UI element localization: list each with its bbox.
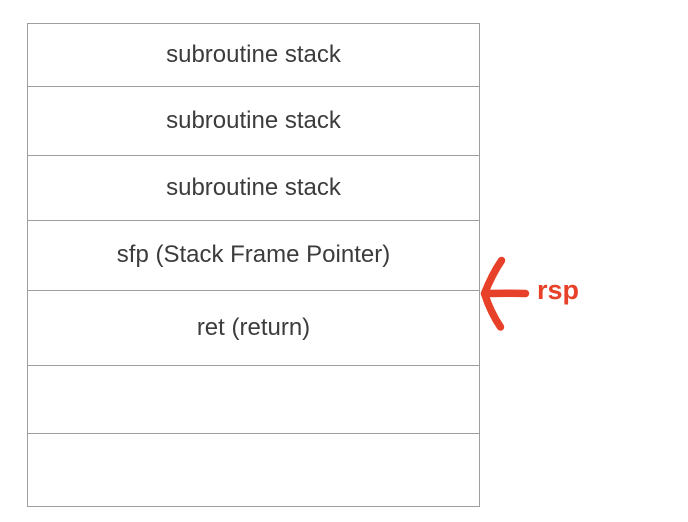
table-row: subroutine stack xyxy=(27,86,480,156)
table-row: subroutine stack xyxy=(27,155,480,221)
table-row: subroutine stack xyxy=(27,23,480,87)
stack-cell-1: subroutine stack xyxy=(27,86,480,156)
table-row: ret (return) xyxy=(27,290,480,366)
stack-table: subroutine stack subroutine stack subrou… xyxy=(27,23,480,507)
left-arrow-icon xyxy=(480,256,530,331)
table-row xyxy=(27,433,480,507)
stack-cell-3: sfp (Stack Frame Pointer) xyxy=(27,220,480,291)
stack-cell-5 xyxy=(27,365,480,434)
stack-cell-4: ret (return) xyxy=(27,290,480,366)
table-row xyxy=(27,365,480,434)
rsp-label: rsp xyxy=(537,275,580,305)
stack-cell-6 xyxy=(27,433,480,507)
stack-cell-0: subroutine stack xyxy=(27,23,480,87)
stack-cell-2: subroutine stack xyxy=(27,155,480,221)
rsp-annotation: rsp xyxy=(470,248,630,338)
stack-table-body: subroutine stack subroutine stack subrou… xyxy=(27,23,480,507)
table-row: sfp (Stack Frame Pointer) xyxy=(27,220,480,291)
